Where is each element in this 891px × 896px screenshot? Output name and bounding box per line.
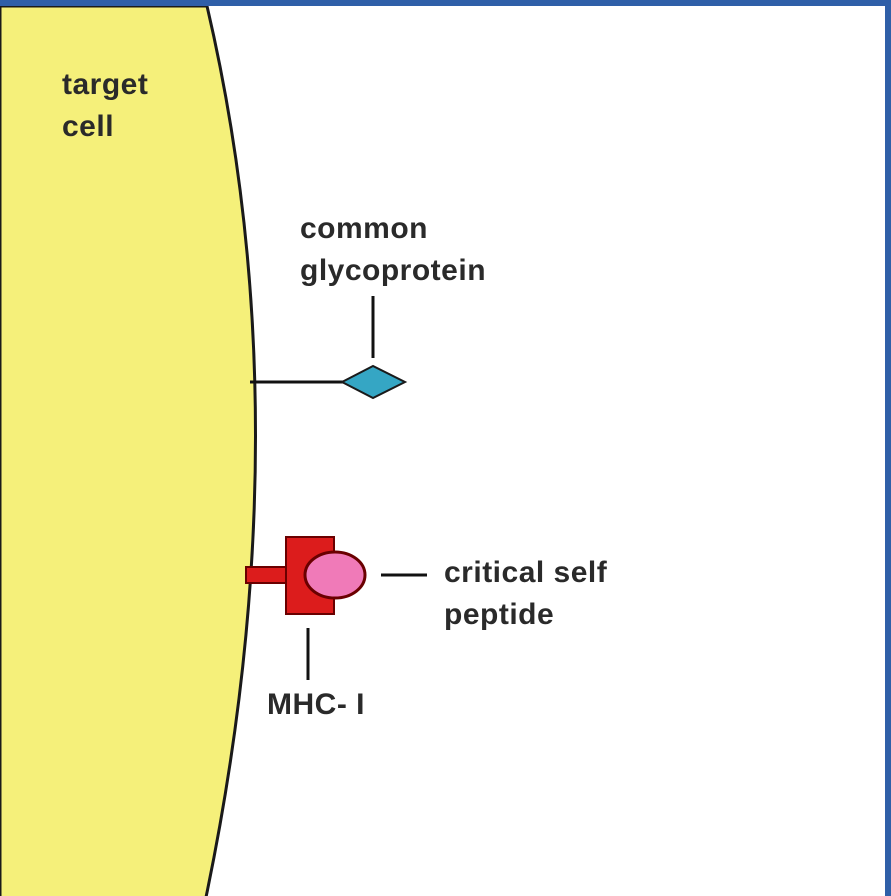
mhc-label: MHC- I	[267, 684, 365, 726]
peptide-label: critical self peptide	[444, 552, 607, 636]
target-cell-label: target cell	[62, 64, 148, 148]
glycoprotein-diamond-icon	[342, 366, 405, 398]
self-peptide	[305, 552, 365, 598]
glycoprotein-label: common glycoprotein	[300, 208, 486, 292]
mhc-stem	[246, 567, 288, 583]
